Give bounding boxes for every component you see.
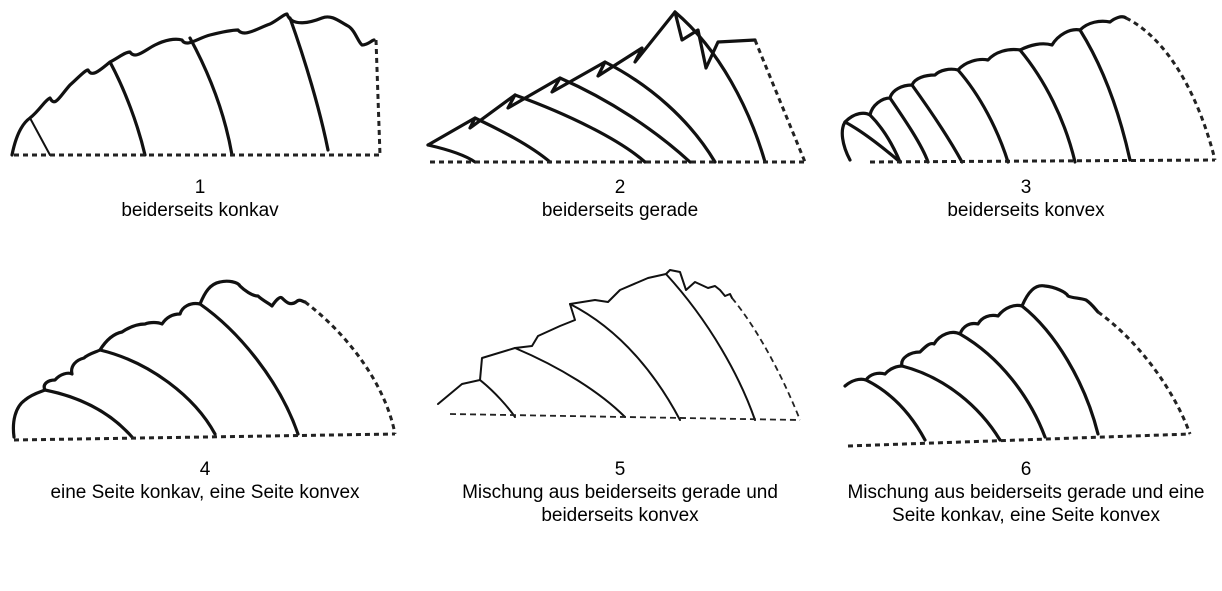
figure-3-vein — [910, 83, 964, 164]
figure-1-vein — [108, 60, 147, 157]
figure-6-vein — [864, 378, 927, 442]
figure-4: 4 eine Seite konkav, eine Seite konvex — [0, 262, 410, 591]
figure-4-caption: 4 eine Seite konkav, eine Seite konvex — [10, 458, 400, 504]
figure-2-sketch — [426, 10, 807, 164]
figure-1-serrated-edge — [10, 12, 376, 157]
figure-3-base-line — [869, 158, 1216, 164]
figure-4-cut-line — [304, 300, 397, 435]
figure-1-vein — [29, 117, 51, 156]
figure-6: 6 Mischung aus beiderseits gerade und ei… — [830, 262, 1222, 591]
figure-1-cut-line — [374, 39, 382, 156]
figure-4-label: eine Seite konkav, eine Seite konvex — [50, 482, 360, 503]
figure-2-vein — [513, 93, 647, 164]
figure-5-cut-line — [731, 297, 801, 421]
figure-1-vein — [188, 36, 234, 157]
figure-1-sketch — [10, 12, 382, 157]
figure-2-vein — [558, 76, 692, 164]
figure-2-vein — [603, 60, 717, 164]
figure-5-vein — [479, 379, 516, 418]
figure-4-sketch — [11, 279, 397, 442]
figure-3-cut-line — [1125, 16, 1217, 161]
figure-5-vein — [569, 303, 681, 421]
figure-6-cut-line — [1097, 310, 1192, 435]
figure-4-number: 4 — [199, 459, 211, 480]
figure-2-vein — [473, 116, 552, 164]
figure-6-vein — [1020, 304, 1100, 436]
figure-5-vein — [665, 273, 756, 421]
figure-2-number: 2 — [614, 177, 626, 198]
figure-4-base-line — [13, 432, 396, 442]
figure-2-vein — [673, 10, 767, 164]
figure-6-number: 6 — [1020, 459, 1032, 480]
figure-1-label: beiderseits konkav — [121, 200, 279, 221]
figure-3-vein — [843, 120, 902, 164]
figure-3-vein — [956, 68, 1010, 164]
figure-4-vein — [43, 388, 134, 439]
figure-2-caption: 2 beiderseits gerade — [420, 176, 820, 222]
figure-3-vein — [888, 96, 930, 164]
figure-5-base-line — [449, 413, 801, 421]
figure-5: 5 Mischung aus beiderseits gerade und be… — [420, 262, 820, 591]
figure-6-base-line — [847, 432, 1191, 448]
figure-4-serrated-edge — [11, 279, 307, 439]
figure-2-cut-line — [753, 39, 807, 163]
figure-4-vein — [198, 302, 300, 436]
figure-1-number: 1 — [194, 177, 206, 198]
figure-2-serrated-edge — [426, 10, 757, 147]
figure-3-vein — [1018, 48, 1077, 164]
figure-4-vein — [98, 348, 217, 436]
figure-5-label: Mischung aus beiderseits gerade und beid… — [462, 482, 778, 526]
figure-2: 2 beiderseits gerade — [420, 0, 820, 240]
figure-3-vein — [868, 113, 902, 164]
figure-3-number: 3 — [1020, 177, 1032, 198]
figure-5-vein — [514, 347, 626, 418]
figure-3-caption: 3 beiderseits konvex — [830, 176, 1222, 222]
figure-2-vein — [426, 143, 477, 164]
figure-3-vein — [1078, 28, 1132, 162]
figure-1-caption: 1 beiderseits konkav — [0, 176, 400, 222]
figure-1-vein — [288, 16, 330, 152]
figure-1: 1 beiderseits konkav — [0, 0, 400, 240]
figure-6-label: Mischung aus beiderseits gerade und eine… — [847, 482, 1205, 526]
figure-6-sketch — [843, 284, 1192, 448]
figure-3-label: beiderseits konvex — [947, 200, 1105, 221]
figure-6-serrated-edge — [843, 284, 1100, 388]
figure-2-label: beiderseits gerade — [541, 200, 699, 221]
figure-5-number: 5 — [614, 459, 626, 480]
figure-3: 3 beiderseits konvex — [830, 0, 1222, 240]
figure-3-sketch — [840, 15, 1217, 164]
figure-6-vein — [900, 364, 1002, 442]
figure-5-sketch — [437, 269, 801, 421]
figure-6-vein — [958, 332, 1047, 439]
figure-5-caption: 5 Mischung aus beiderseits gerade und be… — [420, 458, 820, 527]
figure-6-caption: 6 Mischung aus beiderseits gerade und ei… — [830, 458, 1222, 527]
